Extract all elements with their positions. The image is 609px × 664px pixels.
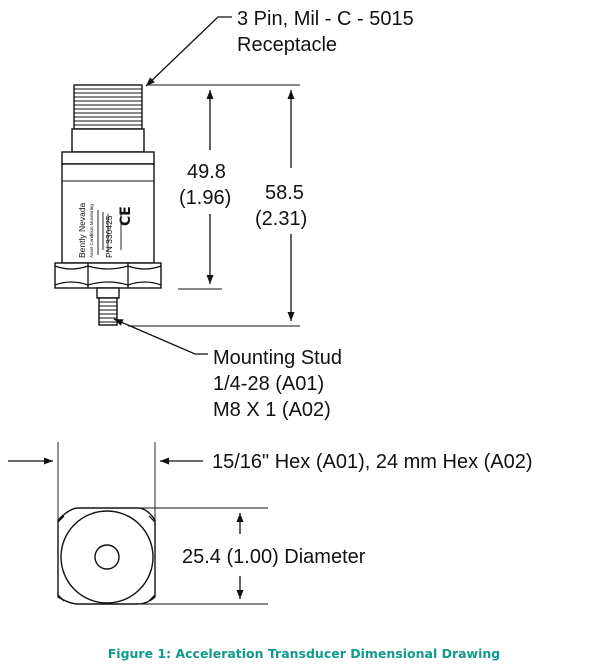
hex-label: 15/16" Hex (A01), 24 mm Hex (A02) [212, 451, 533, 473]
stud-label-line1: Mounting Stud [213, 347, 342, 369]
dimension-hex-width: 15/16" Hex (A01), 24 mm Hex (A02) [8, 451, 533, 473]
body-ce-mark: CE [118, 206, 134, 226]
dimension-outer-mm: 58.5 [265, 182, 304, 204]
body-brand-text: Bently Nevada [77, 202, 87, 258]
body-part-number-text: PN 330425 [104, 215, 114, 258]
dimension-diameter: 25.4 (1.00) Diameter [112, 507, 366, 605]
hex-base [54, 262, 162, 289]
transducer-bottom-view [57, 442, 156, 605]
dimension-total-length: 58.5 (2.31) [255, 90, 307, 321]
stud-label-line3: M8 X 1 (A02) [213, 399, 331, 421]
connector-label-line1: 3 Pin, Mil - C - 5015 [237, 8, 414, 30]
sensor-body: Bently Nevada Asset Condition Monitoring… [61, 151, 155, 264]
dimension-inner-in: (1.96) [179, 187, 231, 209]
diameter-label: 25.4 (1.00) Diameter [182, 546, 366, 568]
dimension-inner-mm: 49.8 [187, 161, 226, 183]
connector-label-line2: Receptacle [237, 34, 337, 56]
transducer-side-view: Bently Nevada Asset Condition Monitoring… [54, 84, 162, 326]
connector-leader-line [145, 16, 232, 87]
figure-caption: Figure 1: Acceleration Transducer Dimens… [108, 646, 501, 661]
stud-leader-line [113, 318, 208, 355]
mounting-stud [96, 287, 120, 326]
dimension-overall-body: 49.8 (1.96) [179, 90, 231, 284]
connector-receptacle [71, 84, 145, 153]
stud-label-line2: 1/4-28 (A01) [213, 373, 324, 395]
dimension-outer-in: (2.31) [255, 208, 307, 230]
body-subtitle-text: Asset Condition Monitoring [89, 204, 94, 258]
